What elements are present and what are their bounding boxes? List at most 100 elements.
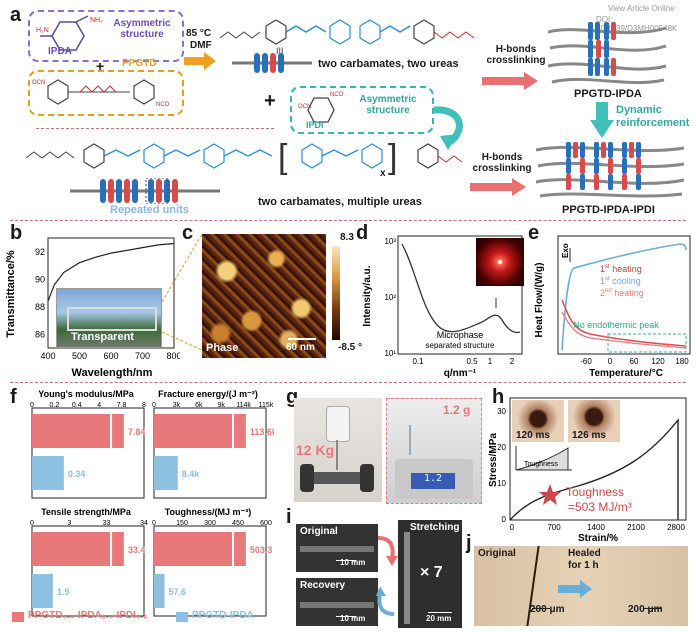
b-xtick-1: 500 bbox=[72, 351, 87, 361]
product-1-label: PPGTD-IPDA bbox=[574, 88, 642, 100]
f-title-0: Young's modulus/MPa bbox=[38, 389, 134, 399]
hanging-scale-icon bbox=[326, 406, 350, 442]
f-tick-1-3: 9k bbox=[217, 402, 225, 409]
f-value-2-0: 33.4 bbox=[128, 545, 146, 555]
ppgtd-structure-icon: OCN NCO bbox=[32, 79, 170, 108]
svg-text:NCO: NCO bbox=[156, 102, 170, 108]
dumbbell-plate-right bbox=[360, 464, 374, 492]
f-tick-2-2: 33 bbox=[103, 520, 111, 527]
cycle-arrows-icon bbox=[376, 536, 398, 616]
f-title-1: Fracture energy/(J m⁻²) bbox=[158, 389, 258, 399]
d-ytick-3: 10³ bbox=[384, 237, 396, 246]
ipdi-box: NCO OCN Asymmetric structure IPDI bbox=[290, 86, 434, 134]
hbond-label-2: H-bonds crosslinking bbox=[472, 152, 532, 174]
repeated-label: Repeated units bbox=[110, 204, 189, 216]
balance-display: 1.2 bbox=[411, 473, 455, 489]
cmin-label: -8.5 ° bbox=[338, 342, 363, 353]
ppgtd-ipda-network-icon bbox=[548, 22, 667, 85]
f-tick-0-0: 0 bbox=[30, 402, 34, 409]
view-online-link[interactable]: View Article Online bbox=[608, 4, 675, 13]
t2-label: 126 ms bbox=[572, 430, 606, 441]
exo-label: Exo bbox=[561, 243, 570, 258]
transparent-photo: Transparent bbox=[56, 288, 162, 348]
t1-label: 120 ms bbox=[516, 430, 550, 441]
j-scale-1: 200 μm bbox=[530, 604, 565, 615]
e-xlabel: Temperature/°C bbox=[589, 368, 663, 379]
saxs-chart: 10³ 10² 10¹ 0.1 0.5 1 2 q/nm⁻¹ Intensity… bbox=[362, 235, 523, 379]
stretched-strip bbox=[404, 532, 410, 624]
b-xlabel: Wavelength/nm bbox=[72, 367, 153, 379]
saxs-curve bbox=[401, 243, 521, 334]
b-ytick-3: 92 bbox=[35, 247, 45, 257]
e-xtick-1: -60 bbox=[580, 357, 592, 366]
mass-label: 1.2 g bbox=[443, 403, 471, 417]
heal-arrow-icon bbox=[558, 580, 592, 598]
star-icon bbox=[539, 484, 561, 505]
scale-bar-i3 bbox=[428, 612, 452, 613]
divider-top bbox=[36, 128, 274, 129]
e-xtick-5: 180 bbox=[675, 357, 689, 366]
d-xtick-3: 1 bbox=[488, 357, 493, 366]
legend-red-swatch bbox=[12, 612, 24, 622]
heating-curve-1 bbox=[561, 299, 687, 347]
hbond-arrow-1-icon bbox=[482, 72, 538, 90]
ball-photo-126: 126 ms bbox=[568, 400, 620, 442]
balance-icon: 1.2 bbox=[395, 459, 473, 499]
f-frame-3 bbox=[153, 525, 267, 617]
b-xtick-3: 700 bbox=[135, 351, 150, 361]
mm1-label: 10 mm bbox=[340, 558, 366, 567]
f-bar-2-1 bbox=[32, 574, 53, 608]
d-ylabel: Intensity/a.u. bbox=[362, 265, 373, 326]
saxs-2d-pattern bbox=[476, 238, 524, 286]
f-tick-1-2: 6k bbox=[195, 402, 203, 409]
f-frame-0 bbox=[31, 407, 145, 499]
f-tick-3-1: 150 bbox=[176, 520, 188, 527]
mm2-label: 10 mm bbox=[340, 614, 366, 623]
curved-arrow-icon bbox=[433, 106, 463, 150]
panel-c-label: c bbox=[182, 222, 194, 244]
f-bar-1-1 bbox=[154, 456, 178, 490]
transparent-film bbox=[67, 307, 157, 331]
transmittance-series bbox=[47, 242, 175, 302]
h-xtick-0: 0 bbox=[510, 523, 515, 532]
f-bar-1-0 bbox=[154, 414, 246, 448]
asym-label-1: Asymmetric structure bbox=[113, 18, 171, 40]
strip-original bbox=[300, 546, 374, 552]
svg-text:III: III bbox=[276, 46, 284, 56]
b-ytick-0: 86 bbox=[35, 329, 45, 339]
j-healed-label: Healed bbox=[568, 548, 601, 559]
f-bar-0-0 bbox=[32, 414, 124, 448]
f-tick-2-0: 0 bbox=[30, 520, 34, 527]
cmax-label: 8.3 ° bbox=[340, 232, 361, 243]
polymer-chain-icon-2 bbox=[70, 178, 220, 204]
svg-text:NCO: NCO bbox=[330, 92, 344, 98]
h-xtick-3: 2100 bbox=[627, 523, 645, 532]
condition-temp: 85 °C bbox=[186, 28, 212, 39]
svg-text:OCN: OCN bbox=[298, 104, 311, 110]
f-tick-3-3: 450 bbox=[232, 520, 244, 527]
scale-bar-c bbox=[288, 338, 316, 340]
f-frame-2 bbox=[31, 525, 145, 617]
dumbbell-plate-left bbox=[300, 464, 314, 492]
f-title-3: Toughness/(MJ m⁻³) bbox=[165, 507, 252, 517]
legend-1st-cooling: 1st cooling bbox=[600, 276, 641, 286]
ipda-box: NH₂ H₂N Asymmetric structure IPDA bbox=[28, 10, 184, 62]
d-xtick-4: 2 bbox=[510, 357, 515, 366]
f-bar-0-1 bbox=[32, 456, 64, 490]
d-xlabel: q/nm⁻¹ bbox=[444, 368, 477, 379]
weight-label: 12 Kg bbox=[296, 442, 335, 458]
legend-2nd-heating: 2nd heating bbox=[600, 288, 644, 298]
f-bar-2-0 bbox=[32, 532, 124, 566]
f-value-3-0: 503.3 bbox=[250, 545, 273, 555]
b-ytick-1: 88 bbox=[35, 302, 45, 312]
times-label: × 7 bbox=[420, 564, 443, 581]
divider-a bbox=[10, 220, 686, 221]
chain-label-1: two carbamates, two ureas bbox=[318, 58, 459, 70]
h-annot-2: =503 MJ/m³ bbox=[568, 500, 632, 514]
plus-2: + bbox=[264, 90, 276, 112]
f-value-1-1: 8.4k bbox=[182, 469, 201, 479]
scale-c-label: 60 nm bbox=[286, 342, 315, 353]
e-ylabel: Heat Flow/(W/g) bbox=[534, 263, 545, 338]
panel-e-label: e bbox=[528, 222, 540, 244]
